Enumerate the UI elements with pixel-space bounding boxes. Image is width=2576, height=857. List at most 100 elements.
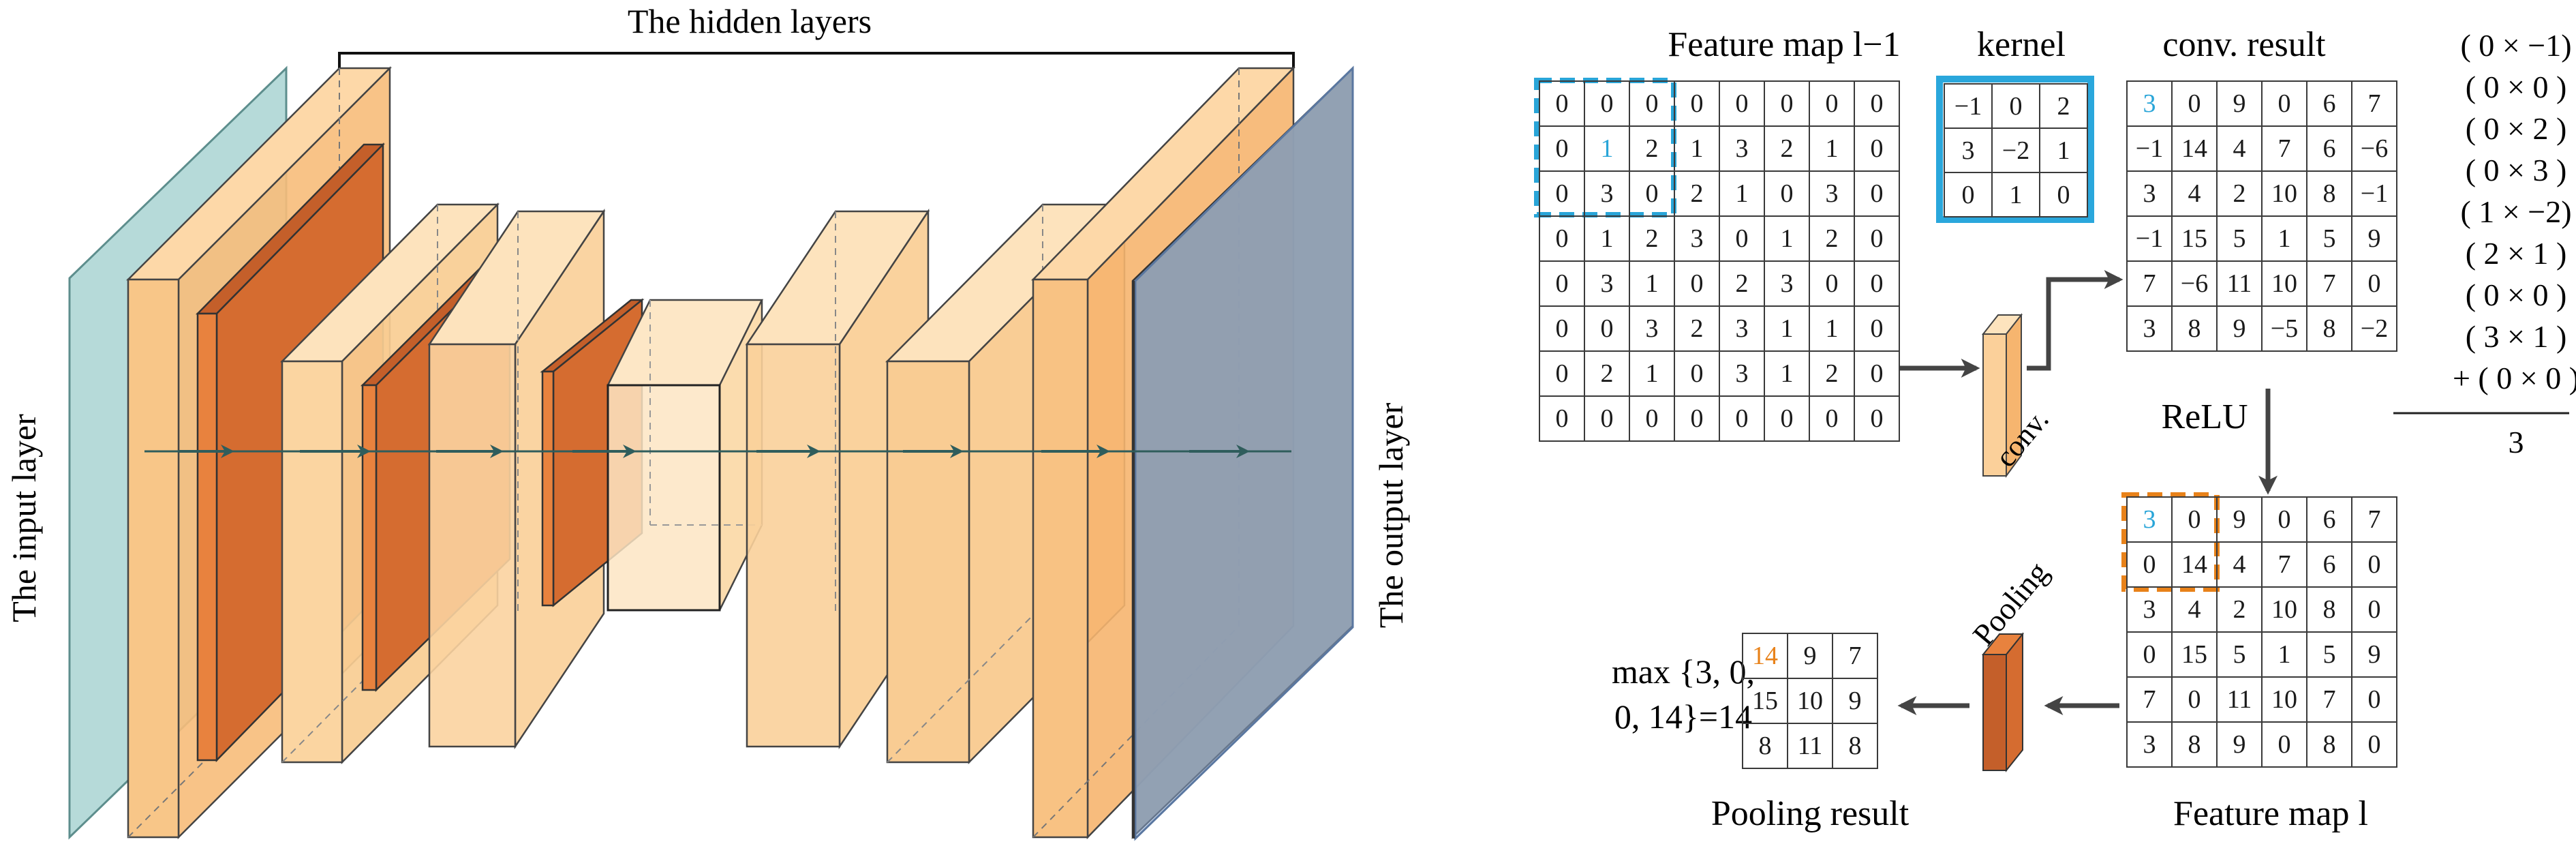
- matrix-cell: 1: [1764, 350, 1810, 397]
- matrix-cell: 0: [1539, 260, 1585, 307]
- relu-label: ReLU: [2161, 397, 2248, 436]
- matrix-cell: 10: [2261, 586, 2307, 633]
- calc-term: ( 0 × −1): [2460, 28, 2571, 63]
- matrix-cell: 0: [1629, 395, 1675, 442]
- matrix-cell: 2: [1629, 125, 1675, 172]
- matrix-cell: 8: [2306, 170, 2352, 217]
- matrix-cell: 2: [2039, 83, 2088, 129]
- network-architecture: The hidden layers The input layer: [5, 2, 1410, 841]
- matrix-cell: 2: [1809, 350, 1855, 397]
- matrix-cell: 7: [2126, 260, 2173, 307]
- matrix-cell: 2: [2216, 586, 2263, 633]
- matrix-cell: 0: [2351, 541, 2397, 588]
- matrix-cell: 9: [1832, 678, 1878, 724]
- matrix-cell: 8: [2171, 305, 2218, 352]
- matrix-cell: 1: [1809, 305, 1855, 352]
- matrix-cell: 0: [2171, 80, 2218, 127]
- matrix-cell: 9: [1787, 633, 1833, 679]
- matrix-cell: 0: [2171, 676, 2218, 723]
- matrix-cell: 14: [2171, 541, 2218, 588]
- matrix-cell: 5: [2216, 631, 2263, 678]
- matrix-cell: 1: [1764, 305, 1810, 352]
- matrix-cell: 7: [2351, 80, 2397, 127]
- matrix-cell: 0: [1539, 215, 1585, 262]
- matrix-cell: 0: [1719, 395, 1765, 442]
- matrix-cell: 0: [1539, 125, 1585, 172]
- matrix-cell: 2: [2216, 170, 2263, 217]
- matrix-cell: 0: [1674, 260, 1720, 307]
- calc-term: ( 0 × 2 ): [2466, 111, 2567, 146]
- matrix-cell: 3: [1719, 350, 1765, 397]
- matrix-cell: 3: [2126, 586, 2173, 633]
- matrix-cell: 3: [2126, 496, 2173, 543]
- hidden-layers-bracket: [338, 52, 1295, 68]
- matrix-cell: 1: [2261, 631, 2307, 678]
- matrix-cell: 0: [1854, 350, 1900, 397]
- matrix-cell: 2: [1719, 260, 1765, 307]
- arrow-to-conv-result: [2027, 270, 2123, 371]
- matrix-cell: 9: [2216, 305, 2263, 352]
- matrix-cell: 0: [1629, 170, 1675, 217]
- matrix-cell: 3: [1629, 305, 1675, 352]
- matrix-cell: 15: [2171, 215, 2218, 262]
- matrix-cell: 8: [2306, 586, 2352, 633]
- matrix-cell: 0: [1854, 215, 1900, 262]
- matrix-cell: 0: [1854, 395, 1900, 442]
- matrix-cell: 1: [1629, 350, 1675, 397]
- matrix-cell: 8: [1742, 723, 1788, 769]
- matrix-cell: 9: [2216, 496, 2263, 543]
- matrix-cell: 10: [2261, 260, 2307, 307]
- matrix-cell: 8: [2306, 305, 2352, 352]
- matrix-cell: −1: [2126, 215, 2173, 262]
- matrix-cell: 0: [1809, 395, 1855, 442]
- matrix-cell: 3: [1764, 260, 1810, 307]
- matrix-cell: 0: [2039, 172, 2088, 217]
- matrix-cell: 1: [2039, 127, 2088, 173]
- matrix-cell: 0: [2261, 721, 2307, 768]
- feature-map-l-minus-1-title: Feature map l−1: [1668, 25, 1900, 64]
- matrix-cell: 1: [1719, 170, 1765, 217]
- matrix-cell: 0: [2351, 260, 2397, 307]
- matrix-cell: 1: [1991, 172, 2040, 217]
- matrix-cell: 4: [2216, 541, 2263, 588]
- input-layer-label: The input layer: [5, 414, 43, 622]
- matrix-cell: 11: [1787, 723, 1833, 769]
- matrix-cell: 0: [1539, 305, 1585, 352]
- kernel-title: kernel: [1977, 25, 2066, 64]
- matrix-cell: 0: [1854, 80, 1900, 127]
- hidden-layers-label: The hidden layers: [628, 2, 872, 40]
- matrix-cell: 2: [1674, 305, 1720, 352]
- matrix-cell: 0: [1809, 260, 1855, 307]
- matrix-cell: 0: [1539, 395, 1585, 442]
- matrix-cell: 3: [1944, 127, 1993, 173]
- matrix-cell: 14: [1742, 633, 1788, 679]
- matrix-cell: 1: [1674, 125, 1720, 172]
- output-layer-label: The output layer: [1372, 402, 1410, 628]
- matrix-cell: −2: [2351, 305, 2397, 352]
- calculation-column: ( 0 × −1)( 0 × 0 )( 0 × 2 )( 0 × 3 )( 1 …: [2453, 28, 2576, 395]
- matrix-cell: 8: [1832, 723, 1878, 769]
- matrix-cell: 9: [2216, 80, 2263, 127]
- matrix-cell: 7: [1832, 633, 1878, 679]
- matrix-cell: 3: [1674, 215, 1720, 262]
- matrix-cell: 15: [1742, 678, 1788, 724]
- matrix-cell: 0: [1854, 170, 1900, 217]
- matrix-cell: 15: [2171, 631, 2218, 678]
- matrix-cell: 6: [2306, 125, 2352, 172]
- matrix-cell: 0: [1539, 170, 1585, 217]
- matrix-cell: 0: [1764, 395, 1810, 442]
